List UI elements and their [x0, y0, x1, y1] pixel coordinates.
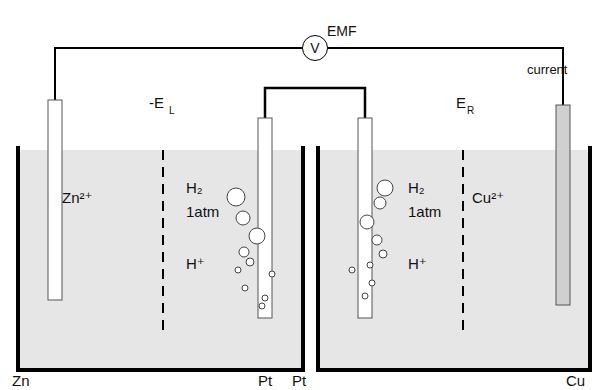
gas-label: H₂ — [186, 180, 203, 195]
zinc-electrode — [48, 100, 62, 300]
copper-electrode — [556, 105, 570, 305]
boundary-line — [462, 150, 464, 330]
subscript: L — [169, 106, 175, 116]
potential-label: -E — [149, 95, 164, 110]
current-label: current — [527, 63, 567, 76]
meter-symbol: V — [310, 41, 319, 55]
gas-label: H₂ — [408, 180, 425, 195]
voltmeter-circle: V — [302, 35, 328, 61]
potential-label: E — [456, 95, 466, 110]
wire — [265, 88, 365, 118]
electrode-name: Pt — [258, 373, 272, 388]
platinum-electrode — [258, 118, 272, 318]
ion-label: Zn²⁺ — [62, 190, 92, 205]
ion-label: Cu²⁺ — [472, 190, 504, 205]
electrode-name: Pt — [292, 373, 306, 388]
meter-label: EMF — [327, 24, 357, 38]
hydrogen-bubbles — [227, 180, 393, 309]
electrode-name: Zn — [12, 373, 30, 388]
boundary-line — [162, 150, 164, 330]
electrode-name: Cu — [566, 373, 585, 388]
subscript: R — [467, 106, 474, 116]
ion-label: H⁺ — [408, 256, 427, 271]
pressure-label: 1atm — [408, 204, 441, 219]
ion-label: H⁺ — [186, 256, 205, 271]
pressure-label: 1atm — [186, 204, 219, 219]
